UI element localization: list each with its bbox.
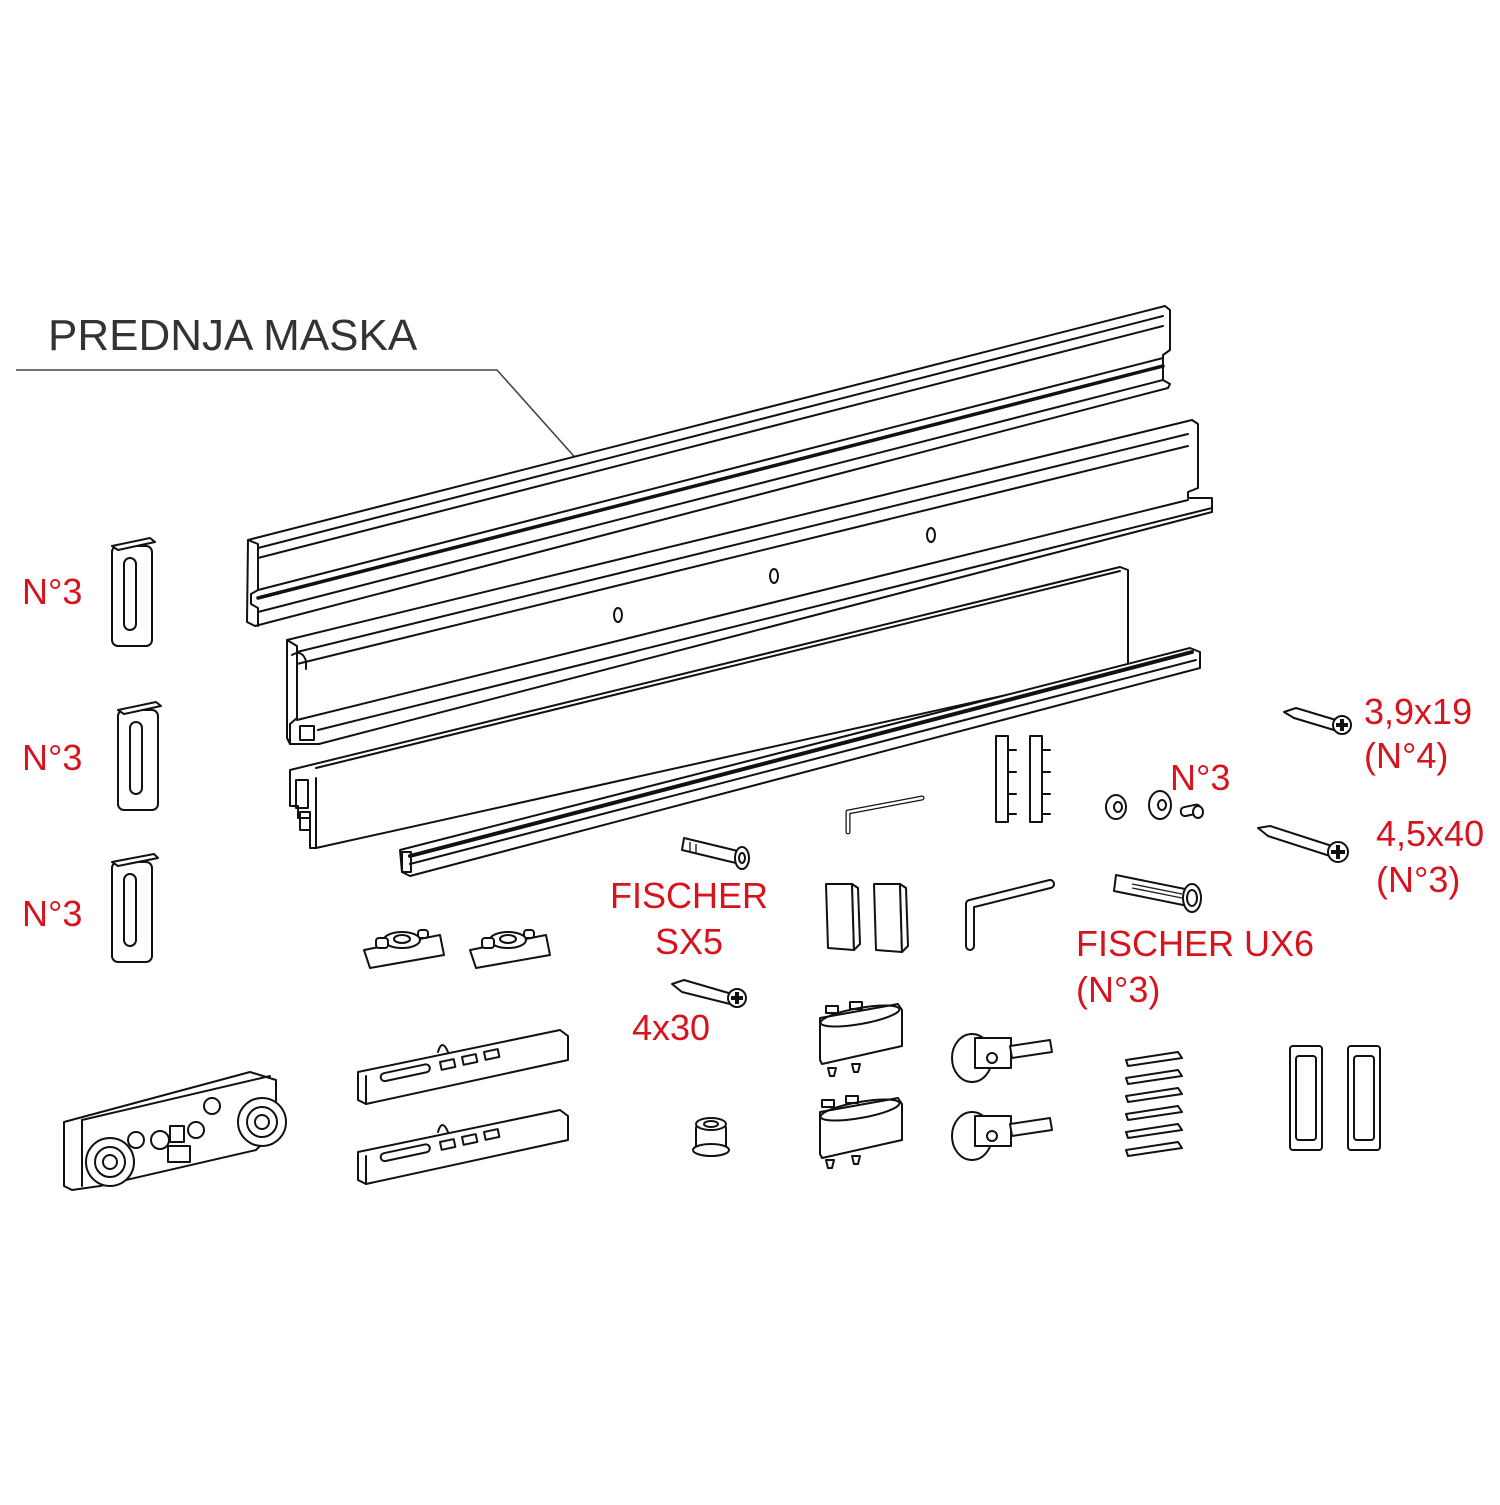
soft-close-damper-2 [357,1109,569,1185]
glass-channel-profile [289,566,1129,849]
front-cover-profile [246,305,1171,627]
screw-4-5x40 [1257,825,1349,863]
floor-guide-block-1 [819,1001,903,1077]
fischer-ux6-label: FISCHER UX6 [1076,923,1315,964]
screw-4x30 [671,979,747,1008]
floor-guide-bushing [692,1117,730,1157]
screw-4x30-label: 4x30 [632,1007,711,1048]
wall-bracket-1 [111,537,156,647]
screw-4-5x40-label: 4,5x40 [1376,813,1485,854]
soft-close-damper-1 [357,1029,569,1105]
bracket-3-quantity: N°3 [22,893,83,934]
washer-nut-bolt-set [1105,790,1204,820]
floor-guide-block-2 [819,1095,903,1169]
fischer-sx5-label-line1: FISCHER [609,875,768,916]
screw-3-9x19-label: 3,9x19 [1364,691,1473,732]
guide-wheel-2 [951,1111,1053,1161]
shim-plates [1125,1051,1183,1157]
guide-wheel-1 [951,1033,1053,1083]
comb-end-caps [995,735,1051,823]
wall-bracket-2 [117,701,162,811]
bottom-guide-profile [399,647,1201,877]
bracket-1-quantity: N°3 [22,571,83,612]
stopper-2 [469,929,551,969]
fischer-ux6-anchor [1113,874,1202,913]
flush-pull-handles [1289,1045,1381,1151]
bracket-2-quantity: N°3 [22,737,83,778]
screw-4-5x40-quantity: (N°3) [1376,859,1461,900]
screw-3-9x19 [1283,707,1352,735]
stopper-1 [363,929,445,969]
fischer-ux6-quantity: (N°3) [1076,969,1161,1010]
callout-leader-line [16,369,598,483]
fischer-sx5-label-line2: SX5 [654,921,724,962]
end-caps [825,883,909,953]
roller-carriage [63,1071,287,1191]
fischer-sx5-anchor [681,837,750,870]
washer-set-quantity: N°3 [1170,757,1231,798]
hex-key-large [965,879,1055,951]
hex-key-small [845,795,925,835]
top-track-profile [286,419,1213,745]
wall-bracket-3 [111,853,159,963]
callout-title-prednja-maska: PREDNJA MASKA [48,311,418,360]
screw-3-9x19-quantity: (N°4) [1364,735,1449,776]
